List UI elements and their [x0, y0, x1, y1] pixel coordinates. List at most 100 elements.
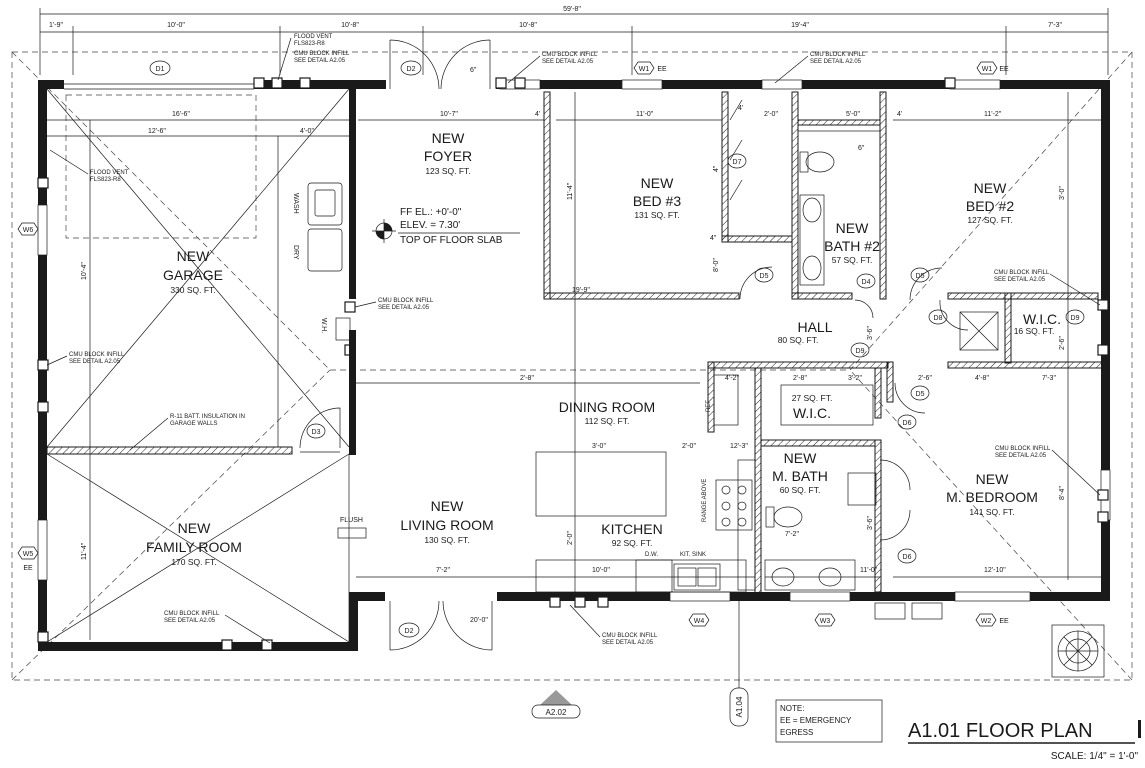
- svg-text:6": 6": [858, 145, 865, 152]
- room-name: BED #3: [633, 193, 681, 209]
- room-name: NEW: [836, 220, 869, 236]
- room-bed3: NEW BED #3 131 SQ. FT.: [633, 175, 681, 220]
- svg-text:2'-0": 2'-0": [764, 111, 778, 118]
- door-tag-d2: D2: [400, 60, 422, 76]
- window-tag-w2: W2: [975, 613, 997, 627]
- room-name: W.I.C.: [793, 405, 831, 421]
- door-tag-d6: D6: [897, 548, 917, 564]
- svg-text:SEE DETAIL A2.05: SEE DETAIL A2.05: [69, 359, 121, 365]
- wic-shelf: [780, 384, 874, 426]
- room-name: NEW: [177, 248, 210, 264]
- elevation-value: ELEV. = 7.30': [400, 220, 460, 231]
- room-bath2: NEW BATH #2 57 SQ. FT.: [824, 220, 880, 265]
- door-tag-d2: D2: [398, 622, 420, 638]
- callout-flood-vent-left: FLOOD VENT FLS823-R8: [49, 149, 129, 183]
- svg-text:EE = EMERGENCY: EE = EMERGENCY: [780, 716, 852, 725]
- room-name: NEW: [976, 471, 1009, 487]
- section-tag-a2-02: A2.02: [531, 690, 581, 719]
- callout-cmu-left: CMU BLOCK INFILL SEE DETAIL A2.05: [46, 352, 125, 366]
- svg-text:4'-0": 4'-0": [300, 128, 314, 135]
- callout-notes: FLOOD VENT FLS823-R8 CMU BLOCK INFILL SE…: [46, 34, 1101, 646]
- svg-text:CMU BLOCK INFILL: CMU BLOCK INFILL: [164, 611, 220, 617]
- interior-dimensions: 16'-6" 12'-6" 4'-0" 10'-7" 11'-0" 2'-0" …: [81, 67, 1066, 624]
- svg-text:20'-0": 20'-0": [470, 617, 488, 624]
- svg-text:2'-8": 2'-8": [520, 375, 534, 382]
- callout-batt: R-11 BATT. INSULATION IN GARAGE WALLS: [129, 414, 245, 451]
- svg-text:7'-2": 7'-2": [785, 531, 799, 538]
- window-tag-w6: W6: [17, 222, 39, 236]
- svg-text:4': 4': [738, 105, 743, 112]
- ref-label: REF: [706, 400, 712, 412]
- note-box: NOTE: EE = EMERGENCY EGRESS: [775, 699, 883, 743]
- svg-text:FLOOD VENT: FLOOD VENT: [90, 170, 129, 176]
- svg-text:11'-4": 11'-4": [81, 542, 88, 560]
- door-tag-d7: D7: [727, 153, 747, 169]
- room-name: DINING ROOM: [559, 399, 655, 415]
- room-hall: HALL 80 SQ. FT.: [778, 319, 833, 345]
- door-tag-d4: D4: [856, 273, 876, 289]
- svg-text:D3: D3: [312, 429, 321, 436]
- svg-text:D5: D5: [916, 391, 925, 398]
- room-name: NEW: [431, 498, 464, 514]
- svg-text:19'-9": 19'-9": [572, 287, 590, 294]
- svg-text:SEE DETAIL A2.05: SEE DETAIL A2.05: [602, 640, 654, 646]
- room-area: 131 SQ. FT.: [634, 210, 679, 220]
- door-tag-d1: D1: [149, 60, 171, 76]
- svg-text:4'-8": 4'-8": [975, 375, 989, 382]
- svg-text:SEE DETAIL A2.05: SEE DETAIL A2.05: [542, 59, 594, 65]
- svg-text:5'-0": 5'-0": [846, 111, 860, 118]
- wash-label: WASH: [292, 193, 299, 214]
- svg-text:A1.04: A1.04: [735, 696, 744, 717]
- svg-text:7'-3": 7'-3": [1042, 375, 1056, 382]
- kitchen-island: [535, 451, 667, 517]
- window-tag-w4: W4: [688, 613, 710, 627]
- svg-text:11'-0": 11'-0": [860, 567, 878, 574]
- room-name: KITCHEN: [601, 521, 662, 537]
- svg-text:7'-2": 7'-2": [436, 567, 450, 574]
- sink-mbath: [771, 567, 795, 587]
- window-tag-w1: W1: [976, 61, 998, 75]
- door-tag-d8: D8: [928, 309, 948, 325]
- callout-cmu-top-mid: CMU BLOCK INFILL SEE DETAIL A2.05: [507, 52, 598, 84]
- callout-cmu-top-right: CMU BLOCK INFILL SEE DETAIL A2.05: [774, 52, 866, 84]
- overall-dimension: 59'-8": [563, 6, 581, 13]
- window-tag-w1: W1: [633, 61, 655, 75]
- kit-sink-label: KIT. SINK: [680, 552, 706, 558]
- svg-text:FLOOD VENT: FLOOD VENT: [294, 34, 333, 40]
- door-tag-d5: D5: [910, 267, 930, 283]
- svg-text:D9: D9: [856, 348, 865, 355]
- room-name: HALL: [797, 319, 832, 335]
- svg-text:SEE DETAIL A2.05: SEE DETAIL A2.05: [294, 58, 346, 64]
- svg-text:3'-2": 3'-2": [848, 375, 862, 382]
- roof-overhang: [11, 51, 1133, 681]
- range: [715, 479, 753, 531]
- flush-plate: [337, 527, 367, 539]
- svg-text:CMU BLOCK INFILL: CMU BLOCK INFILL: [294, 51, 350, 57]
- svg-text:D4: D4: [862, 279, 871, 286]
- callout-cmu-bottom-left: CMU BLOCK INFILL SEE DETAIL A2.05: [164, 611, 271, 644]
- callout-cmu-right-top: CMU BLOCK INFILL SEE DETAIL A2.05: [994, 270, 1101, 306]
- top-dim: 10'-8": [519, 22, 537, 29]
- callout-cmu-right-mid: CMU BLOCK INFILL SEE DETAIL A2.05: [995, 446, 1101, 496]
- svg-text:NOTE:: NOTE:: [780, 704, 804, 713]
- svg-text:CMU BLOCK INFILL: CMU BLOCK INFILL: [994, 270, 1050, 276]
- top-dim: 10'-0": [167, 22, 185, 29]
- svg-text:2'-0": 2'-0": [682, 443, 696, 450]
- room-garage: NEW GARAGE 330 SQ. FT.: [163, 248, 223, 295]
- room-area: 170 SQ. FT.: [171, 557, 216, 567]
- svg-text:3'-0": 3'-0": [1059, 186, 1066, 200]
- room-foyer: NEW FOYER 123 SQ. FT.: [424, 130, 472, 176]
- egress-label: EE: [23, 565, 33, 572]
- svg-text:3'-6": 3'-6": [867, 326, 874, 340]
- egress-label: EE: [999, 618, 1009, 625]
- svg-text:R-11 BATT. INSULATION IN: R-11 BATT. INSULATION IN: [170, 414, 245, 420]
- refrigerator: [713, 374, 739, 426]
- room-name: W.I.C.: [1023, 311, 1061, 327]
- svg-text:CMU BLOCK INFILL: CMU BLOCK INFILL: [602, 633, 658, 639]
- svg-text:CMU BLOCK INFILL: CMU BLOCK INFILL: [995, 446, 1051, 452]
- svg-text:4": 4": [713, 165, 720, 172]
- section-tags: A2.02 A1.04: [531, 600, 749, 727]
- ac-unit: [1051, 624, 1105, 678]
- svg-text:FLS823-R8: FLS823-R8: [294, 41, 325, 47]
